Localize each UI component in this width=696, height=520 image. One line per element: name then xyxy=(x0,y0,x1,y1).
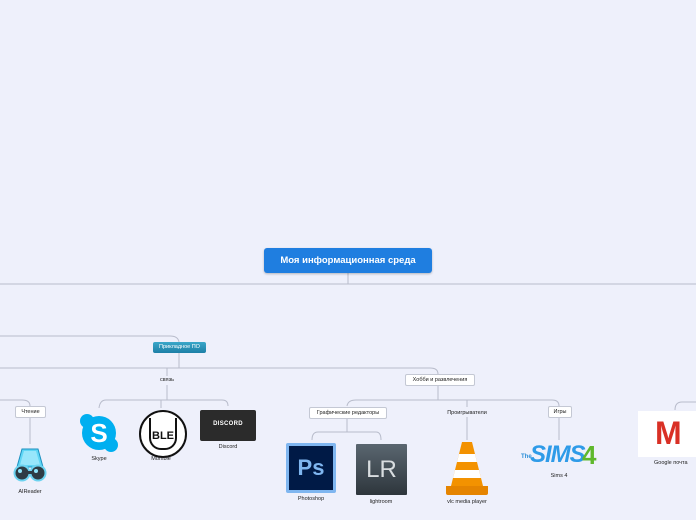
vlc-cone-icon xyxy=(446,442,488,495)
topic-svyaz[interactable]: связь xyxy=(160,377,174,383)
svg-text:S: S xyxy=(90,418,107,448)
topic-reading[interactable]: Чтение xyxy=(15,406,46,418)
topic-graphics[interactable]: Графические редакторы xyxy=(309,407,387,419)
app-skype[interactable]: Skype xyxy=(91,456,107,462)
skype-icon: S xyxy=(80,414,118,452)
app-gmail[interactable]: Google почта xyxy=(654,460,688,466)
gmail-icon: M xyxy=(638,411,696,457)
discord-icon: DISCORD xyxy=(200,410,256,441)
sims-logo: The SIMS 4 xyxy=(521,440,597,472)
topic-games[interactable]: Игры xyxy=(548,406,572,418)
svyaz-hline xyxy=(106,399,229,407)
hobbies-hline xyxy=(356,399,560,407)
branch-hline xyxy=(0,367,439,375)
discord-logo-text: DISCORD xyxy=(213,421,243,427)
mumble-logo-text: BLE xyxy=(152,430,174,442)
mumble-icon: BLE xyxy=(139,410,187,458)
sims-logo-word: SIMS xyxy=(530,441,586,468)
aireader-glasses-icon xyxy=(13,448,47,482)
topic-players[interactable]: Проигрыватели xyxy=(447,410,487,416)
branch-applied-software[interactable]: Прикладное ПО xyxy=(153,342,206,353)
root-topic[interactable]: Моя информационная среда xyxy=(264,248,432,273)
gmail-logo-text: M xyxy=(655,415,682,451)
app-photoshop[interactable]: Photoshop xyxy=(297,496,325,502)
app-aireader[interactable]: AIReader xyxy=(18,489,42,495)
app-vlc[interactable]: vlc media player xyxy=(447,499,487,505)
sims-logo-the: The xyxy=(521,454,532,460)
lightroom-icon: LR xyxy=(356,444,407,495)
app-lightroom[interactable]: lightroom xyxy=(369,499,393,505)
photoshop-logo-text: Ps xyxy=(289,446,333,490)
app-discord[interactable]: Discord xyxy=(218,444,238,450)
topic-hobbies[interactable]: Хобби и развлечения xyxy=(405,374,475,386)
photoshop-icon: Ps xyxy=(286,443,336,493)
app-mumble[interactable]: Mumble xyxy=(151,456,171,462)
sims-logo-number: 4 xyxy=(582,440,597,470)
branch-link xyxy=(0,335,180,343)
app-sims[interactable]: Sims 4 xyxy=(550,473,568,479)
